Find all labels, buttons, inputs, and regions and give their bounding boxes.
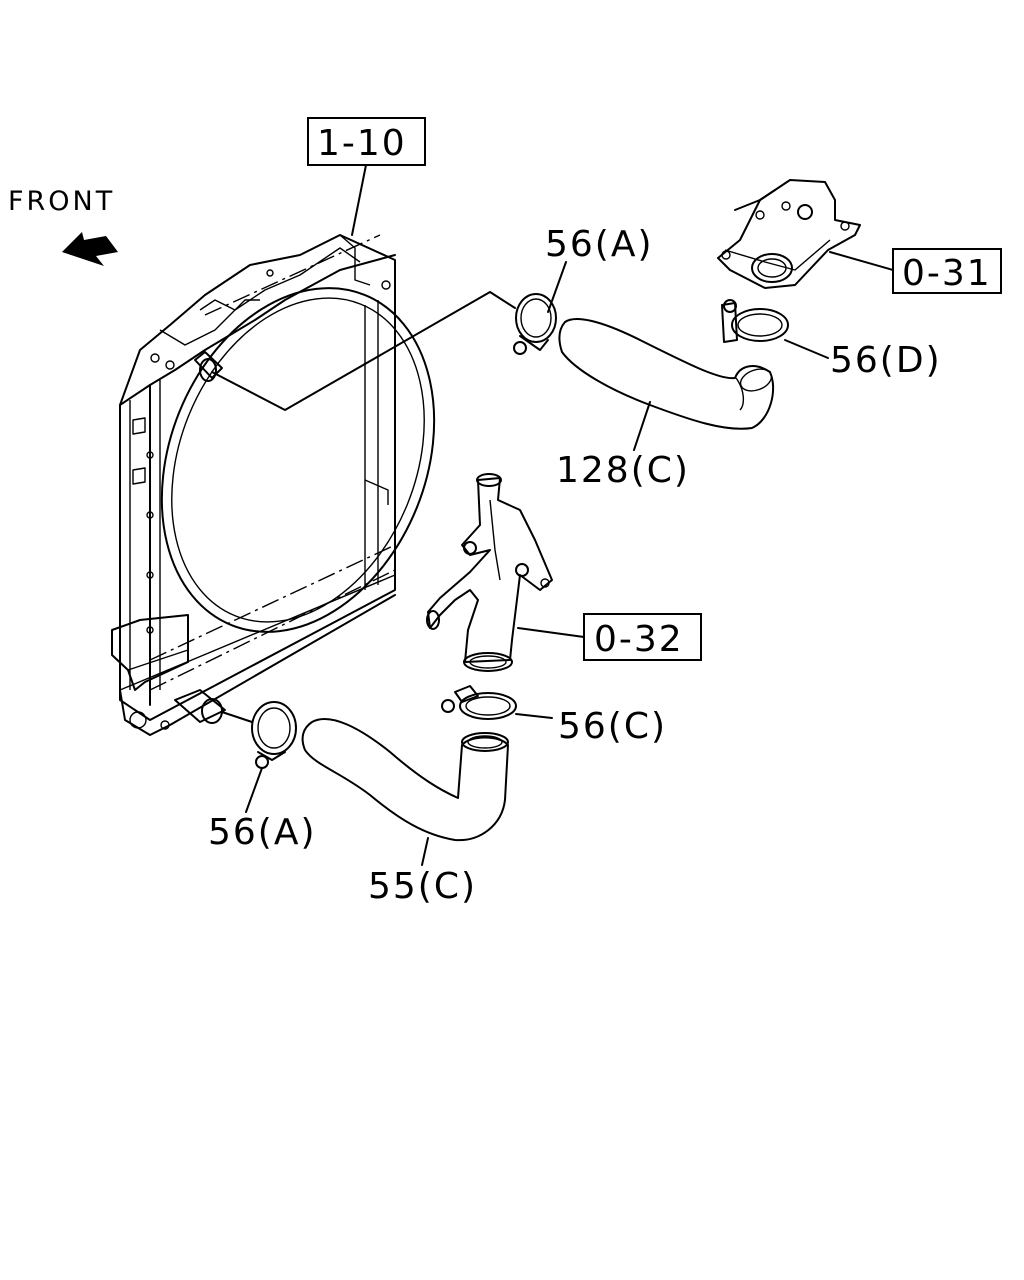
ref-box-radiator bbox=[307, 117, 426, 166]
lower-radiator-clamp bbox=[251, 701, 297, 769]
front-label: FRONT bbox=[8, 186, 115, 217]
callout-clamp-lower-radiator: 56(A) bbox=[208, 812, 317, 853]
front-arrow-icon bbox=[62, 232, 118, 266]
callout-clamp-upper-radiator: 56(A) bbox=[545, 224, 654, 265]
ref-box-radiator-label: 1-10 bbox=[317, 123, 407, 164]
callout-clamp-lower-engine: 56(C) bbox=[558, 706, 667, 747]
upper-radiator-clamp bbox=[513, 293, 557, 355]
callout-upper-hose: 128(C) bbox=[556, 450, 690, 491]
upper-engine-clamp bbox=[721, 299, 789, 343]
callout-clamp-upper-engine: 56(D) bbox=[830, 340, 942, 381]
water-outlet-pipe bbox=[426, 473, 553, 672]
thermostat-housing bbox=[717, 179, 861, 289]
lower-engine-clamp bbox=[441, 685, 517, 720]
callout-lower-hose: 55(C) bbox=[368, 866, 477, 907]
upper-hose bbox=[558, 318, 775, 430]
fan-shroud-ring bbox=[160, 287, 436, 633]
ref-box-thermostat-housing-label: 0-31 bbox=[902, 253, 992, 294]
lower-hose bbox=[301, 717, 509, 842]
radiator-assembly bbox=[111, 234, 436, 736]
ref-box-water-outlet bbox=[583, 613, 702, 661]
ref-box-thermostat-housing bbox=[892, 248, 1002, 294]
ref-box-water-outlet-label: 0-32 bbox=[594, 619, 684, 660]
